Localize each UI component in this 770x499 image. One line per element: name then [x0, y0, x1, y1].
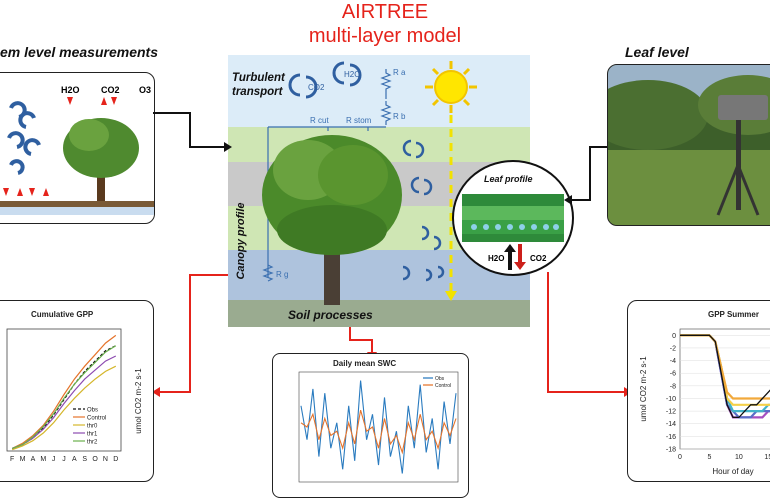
y-axis-label: umol CO2 m-2 s-1	[639, 356, 648, 422]
series-line-obs	[300, 380, 457, 474]
title-line-1: AIRTREE	[341, 1, 429, 23]
x-tick-label: M	[20, 456, 26, 463]
sun-icon	[425, 61, 477, 113]
flux-arrows	[3, 97, 117, 196]
y-tick-label: -2	[670, 345, 676, 352]
chart-title: Daily mean SWC	[333, 359, 396, 368]
resistance-network	[262, 69, 392, 282]
legend-label: Control	[435, 383, 451, 389]
series-line-thr2	[11, 345, 117, 449]
leaf-profile-label: Leaf profile	[484, 174, 533, 184]
rcut-label: R cut	[310, 116, 329, 125]
legend-label: Obs	[435, 376, 445, 382]
gpp-summer-panel: GPP Summer0-2-4-6-8-10-12-14-16-18051015…	[627, 300, 770, 482]
turbulent-transport-label: Turbulent transport	[232, 72, 285, 98]
legend-label: Obs	[87, 408, 98, 414]
x-tick-label: 5	[707, 454, 711, 461]
leaf-cross-section	[462, 194, 564, 270]
legend-label: thr2	[87, 440, 98, 446]
x-tick-label: O	[92, 456, 98, 463]
y-axis-label: umol CO2 m-2 s-1	[134, 368, 143, 434]
gas-label-h2o: H2O	[61, 85, 80, 95]
h2o-label: H2O	[344, 70, 360, 79]
ecosystem-illustration: H2O CO2 O3	[0, 85, 154, 215]
ecosystem-caption: em level measurements	[0, 44, 158, 60]
atmosphere-layer	[228, 55, 530, 127]
y-tick-label: -16	[666, 434, 676, 441]
soil-processes-label: Soil processes	[288, 308, 373, 322]
x-tick-label: A	[31, 456, 36, 463]
y-tick-label: 0	[672, 333, 676, 340]
x-tick-label: 15	[764, 454, 770, 461]
x-axis-label: Hour of day	[712, 467, 753, 476]
leaf-co2-label: CO2	[530, 254, 547, 263]
x-tick-label: M	[40, 456, 46, 463]
chart-title: Cumulative GPP	[31, 310, 94, 319]
ecosystem-panel: H2O CO2 O3	[0, 72, 155, 224]
x-tick-label: J	[62, 456, 66, 463]
tree-trunk	[97, 163, 105, 203]
series-line-obs	[11, 345, 117, 449]
rg-label: R g	[276, 270, 288, 279]
x-tick-label: J	[52, 456, 56, 463]
title-line-2: multi-layer model	[308, 25, 462, 47]
x-tick-label: A	[72, 456, 77, 463]
series-line-obs	[680, 334, 770, 419]
y-tick-label: -10	[666, 396, 676, 403]
plot-frame	[298, 371, 459, 483]
ra-label: R a	[393, 68, 406, 77]
x-tick-label: F	[10, 456, 14, 463]
chart-title: GPP Summer	[708, 310, 759, 319]
model-title: AIRTREE multi-layer model	[270, 0, 500, 48]
gas-label-o3: O3	[139, 85, 151, 95]
series-line-thr1	[11, 355, 117, 449]
y-tick-label: -8	[670, 383, 676, 390]
y-tick-label: -6	[670, 371, 676, 378]
leaf-profile-circle: Leaf profile H2O CO2	[452, 160, 574, 276]
legend-label: thr1	[87, 432, 98, 438]
leaf-h2o-label: H2O	[488, 254, 505, 263]
rstom-label: R stom	[346, 116, 372, 125]
rb-label: R b	[393, 112, 406, 121]
x-tick-label: S	[82, 456, 87, 463]
y-tick-label: -18	[666, 447, 676, 454]
x-tick-label: D	[113, 456, 118, 463]
field-photo-illustration	[608, 65, 770, 225]
gpp-summer-chart: GPP Summer0-2-4-6-8-10-12-14-16-18051015…	[639, 310, 770, 476]
x-tick-label: N	[103, 456, 108, 463]
tree-illustration	[262, 135, 402, 305]
legend-label: thr0	[87, 424, 98, 430]
y-tick-label: -12	[666, 409, 676, 416]
co2-label: CO2	[308, 83, 325, 92]
plot-frame	[6, 328, 122, 452]
y-tick-label: -14	[666, 421, 676, 428]
leaf-chamber-photo	[607, 64, 770, 226]
series-line-control	[300, 409, 457, 455]
gas-label-co2: CO2	[101, 85, 120, 95]
series-line-thr0	[11, 365, 117, 451]
series-line-control	[11, 334, 117, 449]
soil-bottom-layer	[228, 300, 530, 327]
x-tick-label: 0	[678, 454, 682, 461]
canopy-swirls	[402, 139, 445, 282]
atmosphere-swirls	[288, 61, 362, 99]
y-tick-label: -4	[670, 358, 676, 365]
turbulence-swirls	[7, 101, 41, 175]
x-tick-label: 10	[735, 454, 743, 461]
legend-label: Control	[87, 416, 106, 422]
